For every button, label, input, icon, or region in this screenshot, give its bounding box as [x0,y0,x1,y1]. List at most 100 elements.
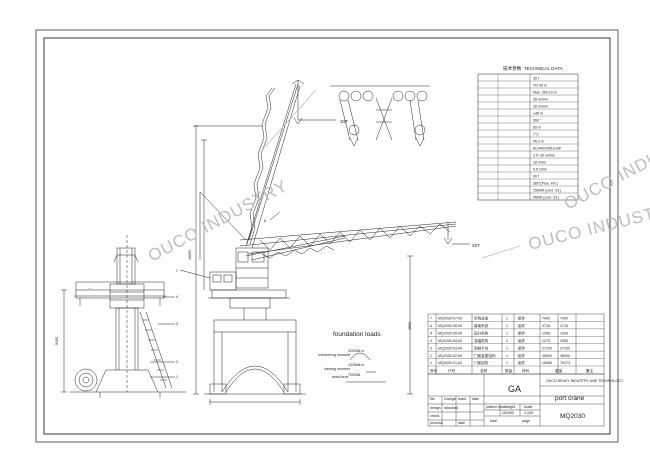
parts-cell-no: 2 [430,354,432,358]
total-label: total [490,419,497,423]
parts-cell-name: 变幅机构 [474,338,489,343]
parts-cell-name: 起升机构 [474,330,489,335]
parts-cell-w1: 18466 [542,361,552,365]
weight-value: 161500 [502,411,514,415]
parts-cell-no: 1 [430,361,432,365]
header-material: 材料 [522,368,530,373]
parts-cell-material: 组件 [518,360,526,365]
tech-row-value: 7°C [533,132,539,136]
parts-cell-name: 臂架系统 [474,323,489,328]
stage-code: GA [508,384,521,394]
top-hook-capacity: 20T [340,119,348,124]
date-label-2: date [458,421,465,425]
page-label: page [522,419,530,423]
parts-cell-w1: 1095 [542,331,550,335]
date-label: date [472,397,479,401]
scale-value: 1:100 [524,411,533,415]
parts-cell-code: MQ2030-01-00 [438,361,462,365]
left-elevation [61,235,186,398]
file-label: file [430,397,435,401]
parts-cell-w2: 48300 [560,354,570,358]
parts-cell-material: 组件 [518,330,526,335]
scale-label: scale [524,405,532,409]
drawing-title: port crane [555,395,585,402]
slewing-label: slewing moment [324,367,350,371]
parts-cell-name: 门座金属结构 [474,353,496,358]
parts-cell-w1: 4715 [542,324,550,328]
mark-label: mark [458,397,466,401]
parts-cell-code: MQ2030-03-00 [438,346,462,350]
axial-label: axial force [332,375,348,379]
tech-row-value: 65 m [533,125,541,129]
weight-label: weight [505,405,515,409]
parts-cell-code: MQ2030-04-00 [438,339,462,343]
parts-cell-w1: 1270 [542,339,550,343]
tech-row-value: 360°(Plus. Inh.) [533,181,558,185]
pattern-mark-label: pattern mark [486,405,506,409]
callout-label: 3 [176,322,178,326]
tech-title-cn: 技术参数 [503,65,522,72]
tech-row-value: ±45 m [533,111,543,115]
tech-title-en: TECHNICAL DATA [524,66,564,71]
parts-cell-no: 7 [430,317,432,321]
header-name: 名称 [480,368,488,373]
parts-cell-qty: 1 [506,361,508,365]
outer-border [35,29,619,443]
header-code: 代号 [448,368,456,373]
parts-cell-material: 组件 [518,338,526,343]
company-name: OUCO HEAVY INDUSTRY AND TECHNOLOGY [546,379,624,383]
parts-cell-code: MQ2030-07-00 [438,317,462,321]
slewing-value: 1026kN.m [348,363,364,367]
parts-cell-w2: 4715 [560,324,568,328]
parts-cell-no: 3 [430,346,432,350]
design-label: design [430,406,441,410]
tech-row-value: AC440V/50Hz/3P [533,146,562,150]
parts-cell-w2: 2550 [560,339,568,343]
parts-cell-material: 组件 [518,316,526,321]
parts-cell-no: 4 [430,339,432,343]
hook-block-detail [330,85,430,147]
tech-row-value: 45.2 m [533,139,544,143]
header-no: 序号 [430,368,438,373]
parts-cell-material: 组件 [518,323,526,328]
parts-cell-w2: 7000 [560,317,568,321]
parts-cell-material: 组件 [518,353,526,358]
right-vertical-dimension: 3500 [408,322,412,330]
parts-cell-code: MQ2030-06-00 [438,324,462,328]
tech-row-value: 18 r/min [533,160,546,164]
drawing-number: MQ2030 [560,413,585,420]
axial-value: 7000kN [348,373,361,377]
tech-row-value: 2.5~30 m/min [533,153,555,157]
tech-row-value: 360 ° [533,118,542,122]
callout-label: 2 [176,360,178,364]
parts-cell-qty: 1 [506,354,508,358]
process-label: process [430,421,443,425]
callout-label: 4 [176,295,178,299]
parts-cell-qty: 2 [506,339,508,343]
parts-cell-name: 回转平台 [474,345,489,350]
parts-header: 序号 代号 名称 数量 材料 重量 备注 [430,368,594,373]
right-hook-capacity: 20T [472,243,480,248]
overturning-label: overturning moment [318,353,350,357]
callout-label: 6 [264,219,266,223]
tech-row-value: 150kW (cont. S1) [533,188,561,192]
change-label: change [444,397,456,401]
parts-cell-qty: 1 [506,317,508,321]
parts-cell-code: MQ2030-05-00 [438,331,462,335]
parts-cell-code: MQ2030-02-00 [438,354,462,358]
overturning-value: 3200kN.m [348,349,364,353]
parts-cell-qty: 1 [506,346,508,350]
parts-cell-no: 5 [430,331,432,335]
parts-cell-w1: 48300 [542,354,552,358]
tech-row-value: 0.5 r/min [533,167,547,171]
header-weight: 重量 [555,368,563,373]
left-height-dimension: 5405 [55,337,59,345]
parts-cell-qty: 1 [506,324,508,328]
inner-border [43,37,611,435]
parts-cell-material: 组件 [518,345,526,350]
parts-cell-w2: 27100 [560,346,570,350]
header-qty: 数量 [505,368,513,373]
